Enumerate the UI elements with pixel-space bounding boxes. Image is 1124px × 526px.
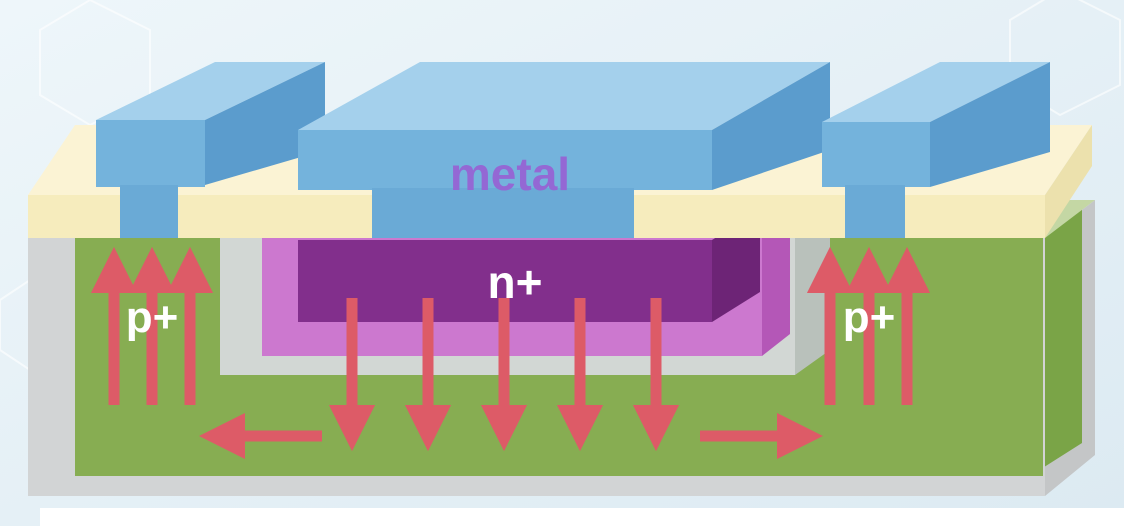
- p-plus-left-label: p+: [126, 293, 179, 342]
- metal-left-contact: [96, 62, 325, 238]
- arrows-left-up: [90, 246, 214, 405]
- metal-label: metal: [450, 148, 570, 200]
- metal-center-contact: [298, 62, 830, 238]
- arrows-center-down: [328, 298, 680, 452]
- p-plus-right-label: p+: [843, 293, 896, 342]
- oxide-right-face: [1045, 125, 1092, 238]
- arrows-right-up: [806, 246, 931, 405]
- bottom-strip: [40, 508, 1124, 526]
- n-plus-label: n+: [488, 256, 543, 308]
- pink-region-side: [762, 217, 790, 356]
- metal-right-contact: [822, 62, 1050, 238]
